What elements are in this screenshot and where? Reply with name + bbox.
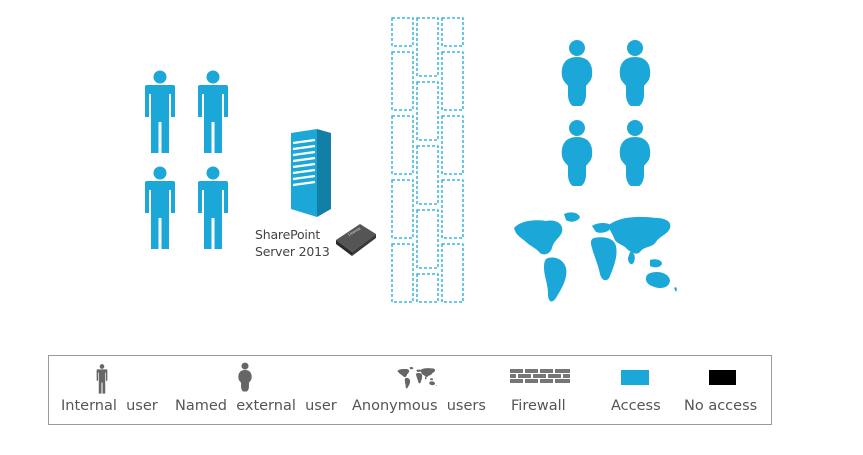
- internal-user-icon: [198, 70, 228, 153]
- legend-label-access: Access: [611, 398, 661, 414]
- named-external-user-icon: [238, 362, 252, 392]
- no-access-swatch: [709, 370, 736, 385]
- named-external-user-icon: [561, 120, 593, 186]
- named-external-user-icon: [619, 120, 651, 186]
- legend-label-no-access: No access: [684, 398, 758, 414]
- internal-user-icon: [145, 70, 175, 153]
- named-external-users-group: [561, 40, 651, 186]
- license-book-icon: License: [336, 224, 376, 256]
- named-external-user-icon: [619, 40, 651, 106]
- world-map-icon: [514, 212, 677, 302]
- legend-label-internal-user: Internal user: [61, 398, 158, 414]
- legend: [48, 355, 772, 425]
- firewall-icon: [391, 17, 464, 303]
- anonymous-users-icon: [397, 367, 437, 389]
- server-icon: [291, 129, 331, 217]
- legend-label-named-external-user: Named external user: [175, 398, 337, 414]
- product-label-line2: Server 2013: [255, 244, 330, 259]
- product-label-line1: SharePoint: [255, 227, 321, 242]
- firewall-legend-icon: [510, 369, 570, 383]
- named-external-user-icon: [561, 40, 593, 106]
- product-label: SharePoint Server 2013: [255, 226, 330, 260]
- internal-users-group: [145, 70, 228, 249]
- license-label: License: [347, 225, 362, 237]
- legend-label-anonymous-users: Anonymous users: [352, 398, 486, 414]
- internal-user-icon: [96, 364, 108, 394]
- access-swatch: [621, 370, 649, 385]
- internal-user-icon: [198, 166, 228, 249]
- internal-user-icon: [145, 166, 175, 249]
- legend-label-firewall: Firewall: [511, 398, 566, 414]
